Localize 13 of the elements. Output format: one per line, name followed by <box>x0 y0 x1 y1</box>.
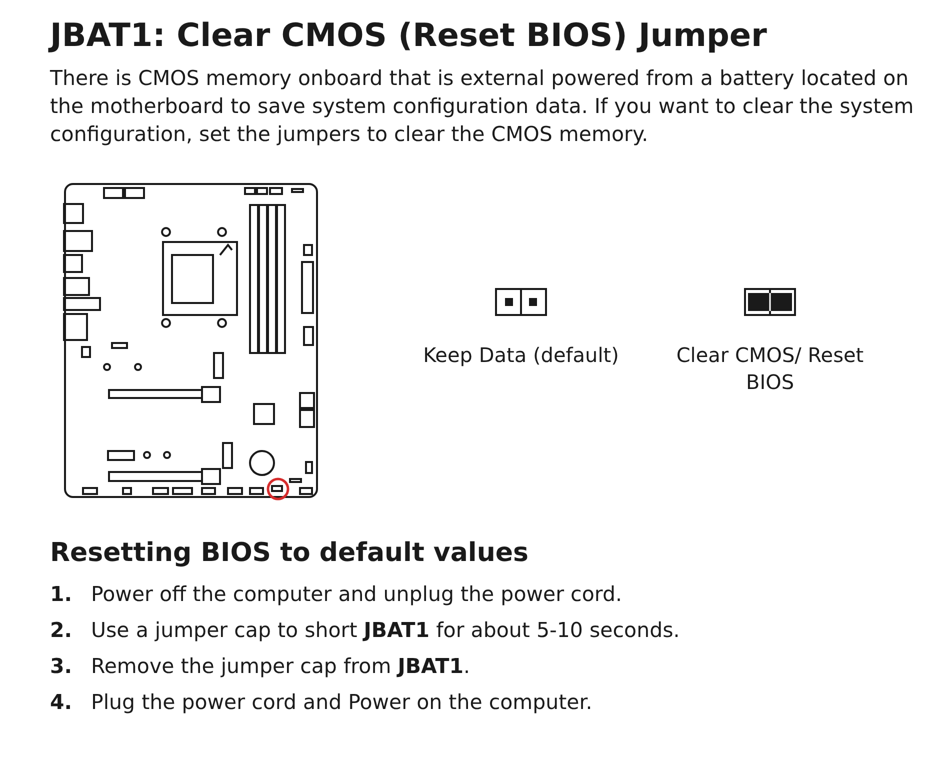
step-text: Use a jumper cap to short JBAT1 for about 5-10 seconds. <box>91 618 680 642</box>
jumper-setting-label: Keep Data (default) <box>422 342 620 369</box>
step-text: Plug the power cord and Power on the computer. <box>91 690 592 714</box>
step-number: 2. <box>50 618 72 642</box>
step-text: Power off the computer and unplug the power cord. <box>91 582 622 606</box>
step-number: 4. <box>50 690 72 714</box>
step-number: 3. <box>50 654 72 678</box>
jumper-setting-label: Clear CMOS/ Reset BIOS <box>675 342 865 396</box>
step-number: 1. <box>50 582 72 606</box>
intro-paragraph: There is CMOS memory onboard that is external powered from a battery located on the motherboard to save system configuration data. If you want to clear the system configuration, set the jumpers to clear the CMOS memory. <box>50 65 915 148</box>
section-heading: Resetting BIOS to default values <box>50 538 528 568</box>
title: JBAT1: Clear CMOS (Reset BIOS) Jumper <box>50 16 767 54</box>
step-text: Remove the jumper cap from JBAT1. <box>91 654 470 678</box>
